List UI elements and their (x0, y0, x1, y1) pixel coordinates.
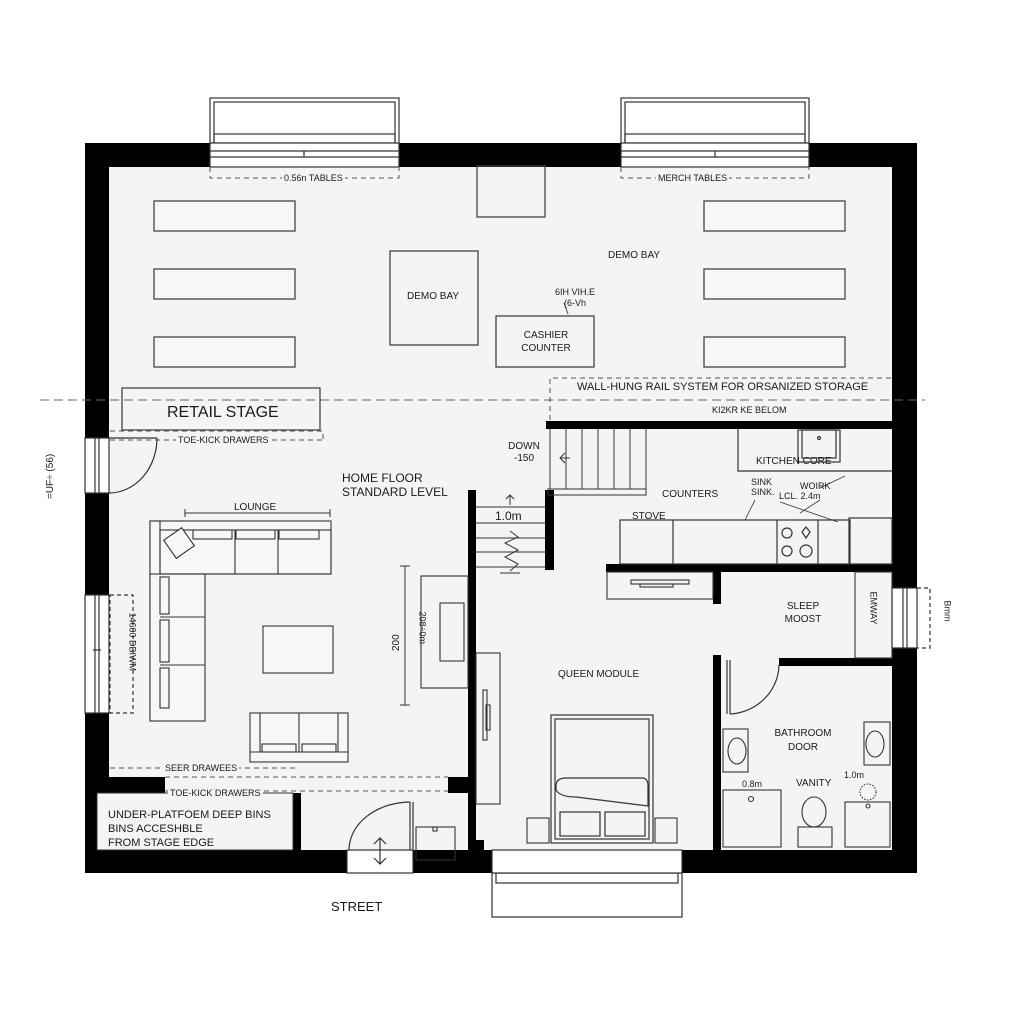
label-rail-system: WALL-HUNG RAIL SYSTEM FOR ORSANIZED STOR… (577, 381, 869, 393)
label-rail-below: KI2KR KE BELOM (712, 405, 787, 415)
window-top-left (209, 97, 400, 168)
nightstand-right (654, 817, 678, 844)
tv-console (420, 575, 469, 689)
label-seer-drawees: SEER DRAWEES (163, 763, 240, 774)
label-stairs-down: DOWN -150 (508, 441, 540, 464)
label-cashier-note: 6IH VIH.E (6-Vh (554, 287, 595, 308)
label-stairs-up: 1.0m (495, 509, 522, 523)
label-demo-bay-box: DEMO BAY (407, 291, 460, 302)
label-dim-200: 200 (391, 634, 402, 651)
demo-bay-box (389, 250, 479, 346)
shoe-cabinet (415, 826, 456, 861)
label-tv-dim: 208÷0m (417, 611, 428, 644)
cashier-counter (495, 315, 595, 368)
label-under-platform: UNDER-PLATFOEM DEEP BINS BINS ACCESHBLE … (108, 809, 271, 849)
dimension-200 (400, 565, 410, 706)
loveseat (249, 712, 349, 763)
label-window-tables: 0.56n TABLES (282, 173, 345, 184)
label-entryway: EMWAY (868, 591, 879, 625)
burner (781, 527, 793, 539)
counter-run (619, 519, 851, 565)
label-demo-bay-open: DEMO BAY (608, 250, 661, 261)
label-stove: STOVE (632, 511, 666, 522)
label-retail-stage: RETAIL STAGE (167, 404, 279, 421)
label-street: STREET (331, 899, 383, 914)
label-sleep-moost: SLEEP MOOST (784, 601, 822, 625)
retail-stage (121, 387, 321, 431)
coffee-table (262, 625, 334, 674)
label-toe-kick-bottom: TOE-KICK DRAWERS (168, 788, 263, 799)
label-cashier-counter: CASHIER COUNTER (521, 330, 571, 354)
queen-bed (550, 714, 654, 844)
kitchen-fixtures (619, 429, 893, 565)
label-queen-module: QUEEN MODULE (558, 669, 640, 680)
label-dim-right: 1.0m (844, 770, 865, 780)
l-sectional-sofa (149, 520, 332, 722)
bathroom-fixtures (722, 721, 891, 848)
label-home-floor: HOME FLOOR STANDARD LEVEL (342, 471, 448, 499)
window-top-right (620, 97, 810, 168)
label-merch-tables: MERCH TABLES (656, 173, 730, 184)
sink-left (727, 737, 747, 765)
label-work: WOIRK LCL. 2.4m (779, 481, 831, 501)
sink-right (865, 730, 885, 758)
label-toe-kick-top: TOE-KICK DRAWERS (176, 435, 271, 446)
bathroom-door[interactable] (726, 660, 780, 715)
rail-system-outline (549, 377, 892, 420)
hanging-cabinet (606, 571, 714, 600)
merch-tables-left (153, 200, 296, 368)
display-plinth (476, 165, 546, 218)
label-sink: SINK SINK. (751, 477, 775, 497)
merch-tables-right (703, 200, 846, 368)
label-right-window-dim: Bmm (942, 600, 953, 622)
label-vanity: VANITY (796, 778, 832, 789)
label-lounge: LOUNGE (234, 502, 277, 513)
stairs-up[interactable] (476, 494, 545, 574)
interior-walls (85, 421, 892, 850)
wardrobe (475, 652, 501, 805)
label-dim-left: 0.8m (742, 779, 763, 789)
label-window-dim: 14600 DBIWM (127, 612, 138, 672)
entryway-closet (854, 571, 893, 659)
label-counters: COUNTERS (662, 489, 719, 500)
label-kitchen-core: KITCHEN CORE (756, 456, 832, 467)
left-window (84, 594, 134, 714)
toe-kick-top-outline (110, 430, 324, 440)
nightstand-left (526, 817, 550, 844)
label-bathroom-door: BATHROOM DOOR (774, 728, 832, 753)
stairs-down[interactable] (547, 429, 647, 496)
right-window (891, 587, 931, 649)
window-bottom (491, 849, 683, 918)
left-entry-door[interactable] (84, 437, 158, 494)
front-door[interactable] (346, 801, 414, 874)
